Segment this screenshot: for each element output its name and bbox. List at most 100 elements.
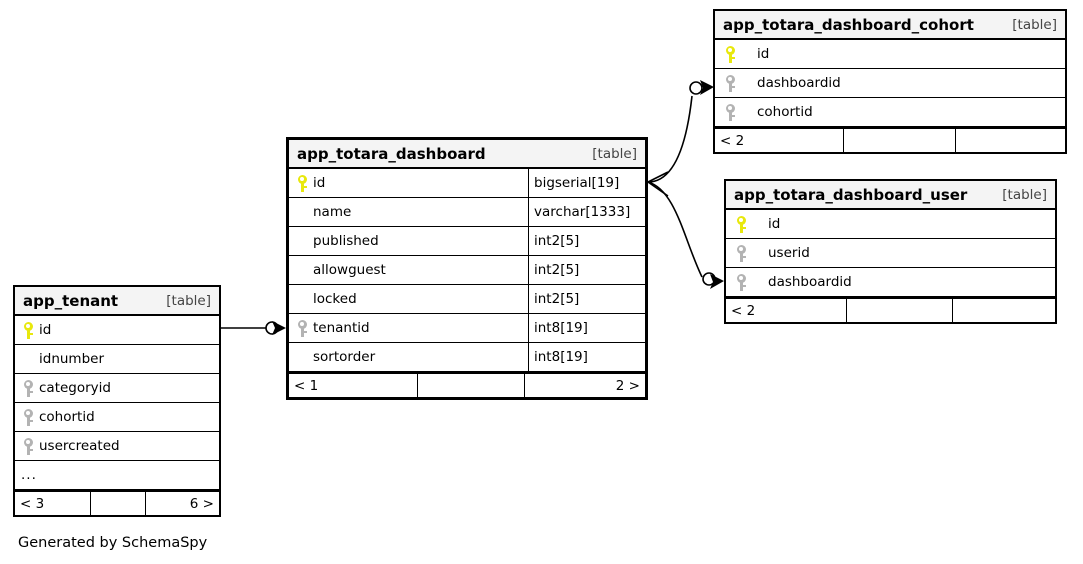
table-row[interactable]: cohortid — [15, 403, 219, 432]
column-name-cell: id — [15, 316, 219, 344]
table-row[interactable]: name varchar[1333] — [289, 198, 645, 227]
column-name: dashboardid — [768, 274, 852, 290]
foreign-key-icon — [21, 408, 35, 426]
primary-key-icon — [723, 45, 737, 63]
entity-app-totara-dashboard-user[interactable]: app_totara_dashboard_user [table] id use… — [724, 179, 1057, 324]
column-name: id — [768, 216, 781, 232]
column-name: idnumber — [39, 351, 105, 367]
entity-app-totara-dashboard[interactable]: app_totara_dashboard [table] id bigseria… — [286, 137, 648, 400]
column-name: userid — [768, 245, 810, 261]
foreign-key-icon — [734, 244, 748, 262]
column-name-cell: idnumber — [15, 345, 219, 373]
column-name-cell: id — [726, 210, 1055, 238]
column-name-cell: dashboardid — [726, 268, 1055, 296]
entity-kind: [table] — [1002, 186, 1047, 203]
table-row[interactable]: id bigserial[19] — [289, 169, 645, 198]
footer-middle — [846, 299, 952, 322]
table-row[interactable]: idnumber — [15, 345, 219, 374]
column-name-cell: sortorder — [289, 343, 528, 371]
column-name-cell: id — [715, 40, 1065, 68]
column-name: usercreated — [39, 438, 120, 454]
column-name: locked — [313, 291, 357, 307]
table-row[interactable]: cohortid — [715, 98, 1065, 127]
footer-middle — [90, 492, 145, 515]
column-name: id — [757, 46, 770, 62]
column-name-cell: published — [289, 227, 528, 255]
footer-incoming-count[interactable]: < 2 — [720, 132, 745, 149]
column-name-cell: cohortid — [15, 403, 219, 431]
footer-outgoing-count[interactable]: 6 > — [145, 492, 219, 515]
entity-app-totara-dashboard-cohort[interactable]: app_totara_dashboard_cohort [table] id d… — [713, 9, 1067, 154]
footer-outgoing-count — [952, 299, 1055, 322]
footer-middle — [843, 129, 955, 152]
arrowhead-user — [710, 274, 724, 289]
column-name-cell: name — [289, 198, 528, 226]
primary-key-icon — [21, 321, 35, 339]
column-name-cell: cohortid — [715, 98, 1065, 126]
entity-title: app_totara_dashboard — [297, 144, 486, 163]
entity-footer: < 2 — [715, 127, 1065, 152]
table-row[interactable]: usercreated — [15, 432, 219, 461]
table-row[interactable]: locked int2[5] — [289, 285, 645, 314]
column-name-cell: userid — [726, 239, 1055, 267]
arrowhead-cohort — [700, 80, 714, 95]
table-row[interactable]: dashboardid — [715, 69, 1065, 98]
column-name: name — [313, 204, 352, 220]
entity-title: app_totara_dashboard_user — [734, 185, 968, 204]
column-name: published — [313, 233, 379, 249]
table-row[interactable]: dashboardid — [726, 268, 1055, 297]
column-name-cell: dashboardid — [715, 69, 1065, 97]
column-type: int2[5] — [528, 285, 645, 313]
edge-dashboard-to-user — [647, 181, 703, 278]
footer-outgoing-count — [955, 129, 1065, 152]
footer-incoming-count[interactable]: < 1 — [294, 377, 319, 394]
entity-footer: < 2 — [726, 297, 1055, 322]
entity-footer: < 3 6 > — [15, 490, 219, 515]
entity-footer: < 1 2 > — [289, 372, 645, 397]
column-name: id — [39, 322, 52, 338]
optional-marker-user — [702, 272, 716, 286]
column-type: bigserial[19] — [528, 169, 645, 197]
column-name: cohortid — [39, 409, 95, 425]
footer-incoming-count[interactable]: < 3 — [20, 495, 45, 512]
more-columns-indicator: ... — [15, 461, 219, 490]
column-name: tenantid — [313, 320, 370, 336]
table-row[interactable]: id — [726, 210, 1055, 239]
table-row[interactable]: categoryid — [15, 374, 219, 403]
table-row[interactable]: tenantid int8[19] — [289, 314, 645, 343]
table-row[interactable]: userid — [726, 239, 1055, 268]
entity-header: app_totara_dashboard [table] — [289, 140, 645, 169]
foreign-key-icon — [723, 103, 737, 121]
table-row[interactable]: id — [715, 40, 1065, 69]
primary-key-icon — [295, 174, 309, 192]
foreign-key-icon — [21, 379, 35, 397]
entity-title: app_tenant — [23, 291, 119, 310]
table-row[interactable]: allowguest int2[5] — [289, 256, 645, 285]
column-name: id — [313, 175, 326, 191]
column-name: sortorder — [313, 349, 376, 365]
entity-header: app_tenant [table] — [15, 287, 219, 316]
foreign-key-icon — [21, 437, 35, 455]
entity-kind: [table] — [592, 145, 637, 162]
generated-by-caption: Generated by SchemaSpy — [18, 535, 208, 551]
entity-header: app_totara_dashboard_user [table] — [726, 181, 1055, 210]
table-row[interactable]: published int2[5] — [289, 227, 645, 256]
crowsfoot-dashboard — [647, 171, 669, 197]
foreign-key-icon — [295, 319, 309, 337]
optional-marker-tenant — [265, 321, 279, 335]
entity-app-tenant[interactable]: app_tenant [table] id idnumber cate — [13, 285, 221, 517]
column-name: categoryid — [39, 380, 111, 396]
foreign-key-icon — [734, 273, 748, 291]
column-name: dashboardid — [757, 75, 841, 91]
foreign-key-icon — [723, 74, 737, 92]
table-row[interactable]: id — [15, 316, 219, 345]
optional-marker-cohort — [689, 81, 703, 95]
footer-middle — [417, 374, 524, 397]
table-row[interactable]: sortorder int8[19] — [289, 343, 645, 372]
column-type: int2[5] — [528, 227, 645, 255]
column-name-cell: tenantid — [289, 314, 528, 342]
footer-outgoing-count[interactable]: 2 > — [524, 374, 645, 397]
footer-incoming-count[interactable]: < 2 — [731, 302, 756, 319]
primary-key-icon — [734, 215, 748, 233]
